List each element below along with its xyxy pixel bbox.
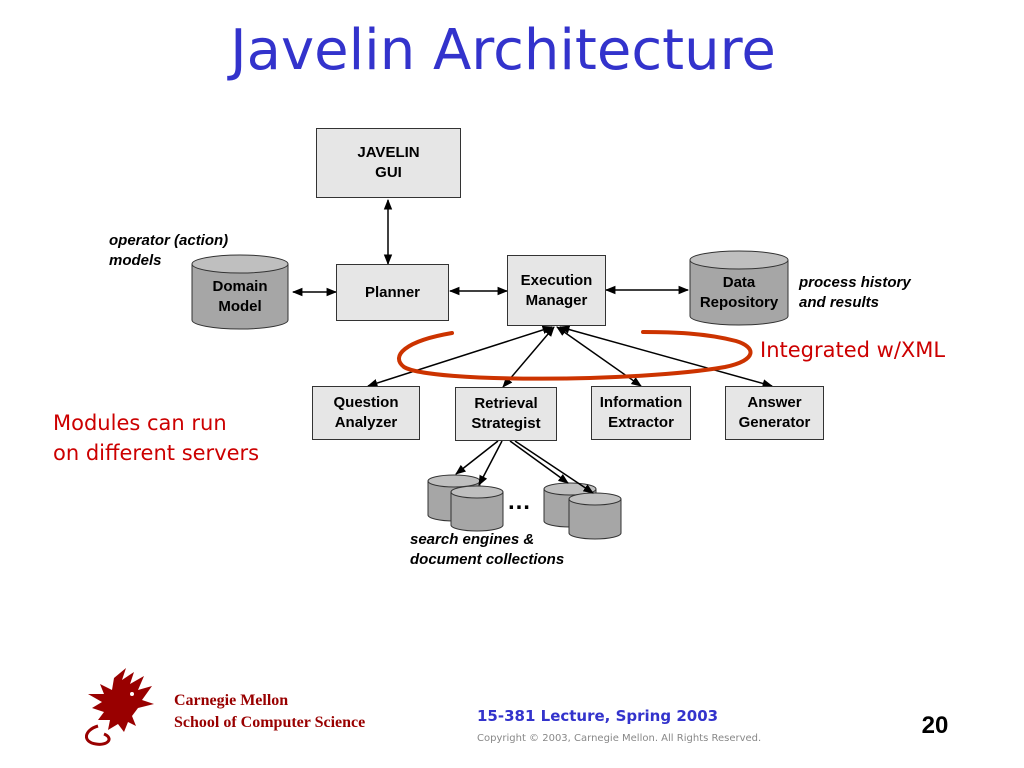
domain-model-cylinder xyxy=(191,254,289,330)
integrated-xml-note: Integrated w/XML xyxy=(760,338,946,362)
arrow-execution-answer xyxy=(558,325,774,388)
execution-manager-box: Execution Manager xyxy=(507,255,606,326)
search-engines-note: search engines & document collections xyxy=(410,531,565,568)
arrow-retrieval-engine xyxy=(514,440,594,494)
question-analyzer-box: Question Analyzer xyxy=(312,386,420,440)
data-repository-cylinder xyxy=(689,250,789,326)
planner-box: Planner xyxy=(336,264,449,321)
slide-title: Javelin Architecture xyxy=(230,18,776,83)
process-history-note: process history and results xyxy=(799,274,911,311)
information-extractor-box: Information Extractor xyxy=(591,386,691,440)
footer-course: 15-381 Lecture, Spring 2003 xyxy=(477,707,719,725)
search-engine-cylinder xyxy=(450,485,504,532)
arrow-retrieval-engine xyxy=(478,440,503,486)
javelin-gui-box: JAVELIN GUI xyxy=(316,128,461,198)
cmu-griffin-logo xyxy=(85,668,154,746)
arrow-retrieval-engine xyxy=(455,440,499,475)
data-repository-label: Data Repository xyxy=(699,274,779,311)
page-number: 20 xyxy=(921,712,949,739)
xml-integration-oval xyxy=(397,330,753,381)
footer-org-line2: School of Computer Science xyxy=(174,714,366,731)
answer-generator-box: Answer Generator xyxy=(725,386,824,440)
more-engines-ellipsis: … xyxy=(507,488,531,515)
modules-servers-note: Modules can run on different servers xyxy=(53,411,260,465)
footer-org-line1: Carnegie Mellon xyxy=(174,692,289,709)
arrow-retrieval-engine xyxy=(509,440,569,484)
domain-model-label: Domain Model xyxy=(212,278,268,315)
search-engine-cylinder xyxy=(568,492,622,540)
retrieval-strategist-box: Retrieval Strategist xyxy=(455,387,557,441)
footer-copyright: Copyright © 2003, Carnegie Mellon. All R… xyxy=(477,733,762,744)
connector-arrows xyxy=(291,198,774,494)
operator-models-note: operator (action) models xyxy=(109,232,229,269)
footer-org: Carnegie Mellon School of Computer Scien… xyxy=(174,690,365,734)
